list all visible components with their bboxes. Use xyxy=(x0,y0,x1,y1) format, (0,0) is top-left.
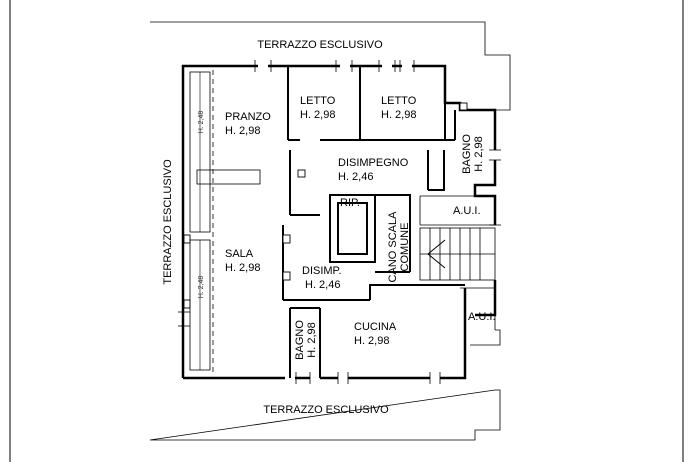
aui-upper-box xyxy=(419,195,495,226)
column-marker xyxy=(297,169,306,178)
column-marker xyxy=(282,234,291,244)
column-height-upper: H. 2,48 xyxy=(198,111,205,134)
column-marker xyxy=(282,271,291,281)
room-letto1-name: LETTO xyxy=(300,95,336,107)
room-pranzo-height: H. 2,98 xyxy=(225,125,260,137)
stairs xyxy=(419,227,496,281)
column-marker xyxy=(459,102,468,111)
aui-upper-label: A.U.I. xyxy=(453,205,481,217)
column-marker xyxy=(183,234,191,244)
column-height-lower: H. 2,48 xyxy=(198,276,205,299)
cano-scala-line2: COMUNE xyxy=(399,223,411,272)
room-pranzo-name: PRANZO xyxy=(225,111,271,123)
room-sala-height: H. 2,98 xyxy=(225,262,260,274)
window-marks xyxy=(178,60,501,384)
terrace-bottom-label: TERRAZZO ESCLUSIVO xyxy=(263,404,389,416)
room-cucina-name: CUCINA xyxy=(354,321,397,333)
terrace-top-label: TERRAZZO ESCLUSIVO xyxy=(257,39,383,51)
terrace-outline-right xyxy=(470,329,501,346)
terrace-left-label: TERRAZZO ESCLUSIVO xyxy=(162,159,174,285)
column-marker xyxy=(183,299,191,309)
room-bagno-right-name: BAGNO xyxy=(461,134,473,174)
room-disimpegno-name: DISIMPEGNO xyxy=(338,157,409,169)
room-cucina-height: H. 2,98 xyxy=(354,335,389,347)
aui-lower-label: A.U.I. xyxy=(468,311,496,323)
terrace-outline xyxy=(149,21,511,441)
room-letto1-height: H. 2,98 xyxy=(300,109,335,121)
room-disimp-name: DISIMP. xyxy=(302,265,342,277)
room-letto2-height: H. 2,98 xyxy=(381,109,416,121)
room-bagno-right-height: H. 2,98 xyxy=(473,136,485,171)
room-disimpegno-height: H. 2,46 xyxy=(338,171,373,183)
room-disimp-height: H. 2,46 xyxy=(305,279,340,291)
room-bagno-left-name: BAGNO xyxy=(294,320,306,360)
interior-walls xyxy=(282,66,465,378)
room-rip-name: RIP. xyxy=(340,197,360,209)
room-letto2-name: LETTO xyxy=(381,95,417,107)
room-bagno-left-height: H. 2,98 xyxy=(306,322,318,357)
cano-scala-line1: CANO SCALA xyxy=(387,211,399,283)
beam xyxy=(196,169,261,185)
aui-lower-box xyxy=(460,287,496,330)
room-sala-name: SALA xyxy=(225,248,254,260)
